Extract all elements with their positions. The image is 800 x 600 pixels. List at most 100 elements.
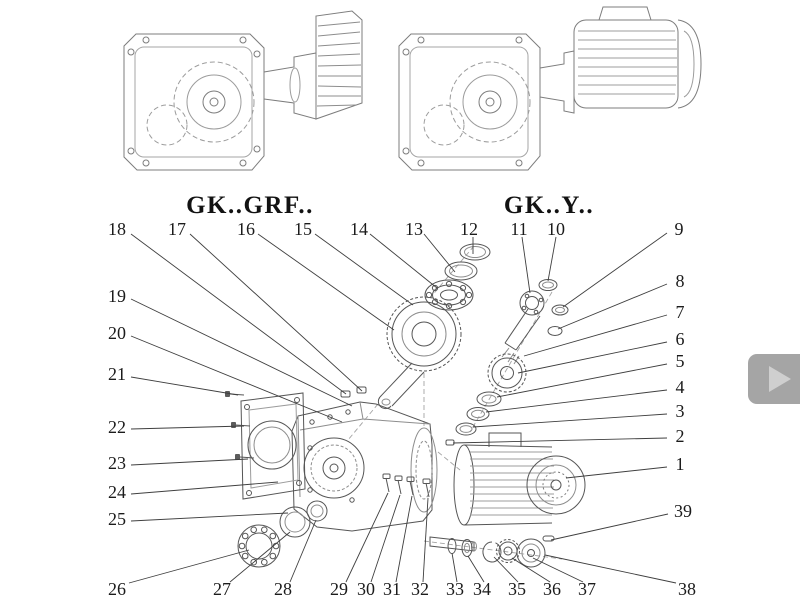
leader-line-33	[451, 552, 458, 583]
retaining-rings-top	[444, 243, 491, 281]
leader-line-22	[130, 425, 245, 430]
part-number-14: 14	[350, 219, 368, 239]
part-number-12: 12	[460, 219, 478, 239]
leader-line-4	[485, 389, 668, 413]
leader-line-20	[130, 335, 343, 423]
part-number-25: 25	[108, 509, 126, 529]
leader-line-39	[550, 513, 669, 541]
leader-line-7	[523, 314, 668, 357]
leader-line-15	[314, 233, 414, 306]
part-number-36: 36	[543, 579, 561, 599]
leader-line-23	[130, 458, 249, 466]
exploded-parts-drawing	[225, 243, 586, 568]
part-number-38: 38	[678, 579, 696, 599]
leader-line-10	[547, 236, 557, 282]
upper-ball-bearing	[424, 279, 474, 311]
gearbox-grf-drawing	[123, 10, 363, 171]
part-number-19: 19	[108, 286, 126, 306]
leader-line-31	[395, 495, 413, 583]
leader-line-13	[423, 233, 456, 273]
part-number-24: 24	[108, 482, 126, 502]
part-number-8: 8	[675, 271, 685, 291]
leader-line-38	[544, 554, 677, 584]
part-number-22: 22	[108, 417, 126, 437]
leader-line-8	[557, 283, 668, 330]
leader-line-11	[521, 236, 531, 294]
bevel-gear	[487, 353, 527, 393]
part-number-21: 21	[108, 364, 126, 384]
leader-line-21	[130, 376, 239, 396]
lower-bearing-set	[237, 500, 328, 568]
leader-line-35	[493, 556, 519, 583]
part-number-30: 30	[357, 579, 375, 599]
part-number-23: 23	[108, 453, 126, 473]
part-number-5: 5	[675, 351, 685, 371]
leader-line-26	[128, 549, 250, 584]
leader-line-3	[472, 413, 668, 428]
leader-line-1	[565, 466, 668, 479]
gearbox-housing	[291, 401, 438, 532]
leader-line-25	[130, 512, 289, 522]
leader-line-24	[130, 481, 279, 495]
part-number-28: 28	[274, 579, 292, 599]
leader-line-2	[452, 437, 668, 444]
part-number-9: 9	[674, 219, 684, 239]
model-label-y: GK..Y..	[503, 192, 595, 219]
housing-bolts	[382, 473, 431, 498]
part-number-11: 11	[510, 219, 528, 239]
part-number-26: 26	[108, 579, 126, 599]
leader-line-34	[467, 555, 485, 583]
output-shaft-set	[429, 535, 555, 568]
leader-lines	[128, 232, 677, 584]
part-number-37: 37	[578, 579, 596, 599]
leader-line-36	[511, 557, 551, 583]
mounting-flange-plate	[240, 392, 306, 500]
leader-line-19	[130, 298, 353, 407]
part-number-27: 27	[213, 579, 231, 599]
leader-line-9	[562, 232, 668, 308]
part-number-32: 32	[411, 579, 429, 599]
part-number-3: 3	[675, 401, 685, 421]
part-number-31: 31	[383, 579, 401, 599]
part-number-18: 18	[108, 219, 126, 239]
motor-drawing-top	[573, 6, 702, 109]
housing-bolt-holes	[127, 36, 261, 167]
part-number-6: 6	[675, 329, 685, 349]
part-number-15: 15	[294, 219, 312, 239]
part-number-1: 1	[675, 454, 685, 474]
leader-line-32	[422, 497, 429, 583]
leader-line-5	[496, 363, 668, 398]
part-number-33: 33	[446, 579, 464, 599]
electric-motor	[453, 432, 586, 526]
play-button-overlay[interactable]	[748, 354, 800, 404]
part-number-4: 4	[675, 377, 685, 397]
play-icon	[769, 366, 791, 392]
leader-line-16	[257, 233, 395, 331]
part-number-7: 7	[675, 302, 685, 322]
leader-line-30	[370, 494, 401, 583]
part-number-39: 39	[674, 501, 692, 521]
leader-line-17	[189, 233, 363, 392]
model-label-grf: GK..GRF..	[186, 192, 314, 219]
gearbox-y-drawing	[398, 6, 702, 171]
input-pinion-set	[501, 279, 569, 365]
leader-line-14	[369, 233, 438, 289]
washers-and-seals	[455, 391, 502, 436]
part-number-13: 13	[405, 219, 423, 239]
part-number-17: 17	[168, 219, 186, 239]
part-number-10: 10	[547, 219, 565, 239]
large-helical-gear	[377, 296, 462, 410]
input-fin-cap	[315, 10, 363, 120]
leader-line-18	[130, 233, 347, 395]
part-number-35: 35	[508, 579, 526, 599]
part-number-20: 20	[108, 323, 126, 343]
leader-line-37	[532, 557, 584, 583]
leader-line-28	[289, 519, 317, 583]
part-number-2: 2	[675, 426, 685, 446]
leader-line-27	[229, 531, 291, 583]
part-number-29: 29	[330, 579, 348, 599]
part-number-34: 34	[473, 579, 491, 599]
housing-plugs	[340, 386, 455, 446]
